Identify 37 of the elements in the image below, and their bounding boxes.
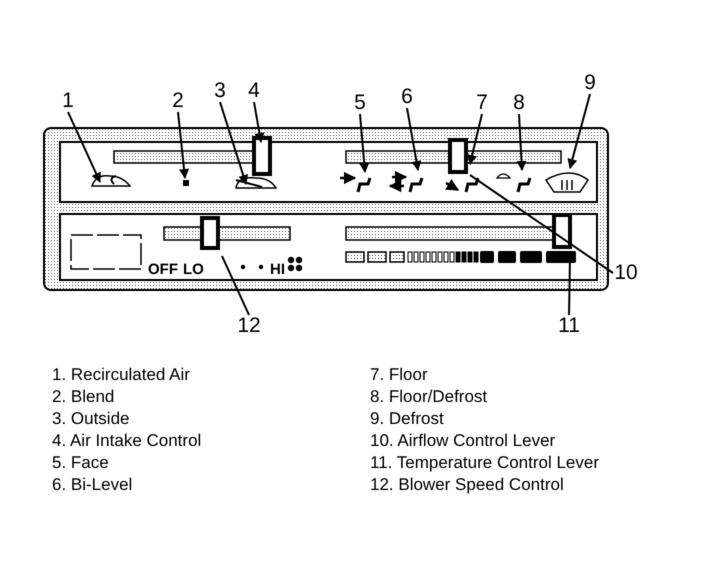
callout-number: 5 [354, 92, 366, 114]
off-label: OFF [148, 261, 178, 278]
leader-line [406, 108, 422, 171]
legend-entry: 9. Defrost [370, 409, 444, 428]
legend-entry: 12. Blower Speed Control [370, 475, 564, 494]
legend-entry: 8. Floor/Defrost [370, 387, 488, 406]
callout-number: 2 [172, 90, 184, 112]
leader-line [219, 102, 248, 185]
callout-number: 8 [513, 92, 525, 114]
callout-number: 12 [236, 315, 262, 337]
leader-line [516, 114, 526, 171]
callout-number: 11 [556, 315, 582, 337]
leader-line [359, 114, 370, 173]
callout-number: 4 [248, 80, 260, 102]
legend-entry: 7. Floor [370, 365, 428, 384]
callout-number: 6 [401, 86, 413, 108]
leader-line [469, 174, 614, 274]
leader-line [253, 102, 264, 143]
legend-entry: 4. Air Intake Control [52, 431, 202, 450]
legend-entry: 10. Airflow Control Lever [370, 431, 556, 450]
legend-entry: 1. Recirculated Air [52, 365, 190, 384]
callout-number: 9 [584, 72, 596, 94]
legend-entry: 5. Face [52, 453, 109, 472]
legend-entry: 2. Blend [52, 387, 114, 406]
legend-entry: 3. Outside [52, 409, 130, 428]
speed-label: HI [270, 261, 285, 278]
callout-number: 10 [613, 262, 639, 284]
legend-entry: 11. Temperature Control Lever [370, 453, 599, 472]
leader-line [177, 112, 190, 179]
leader-line [67, 112, 101, 183]
leader-line [221, 256, 250, 316]
speed-label: LO [183, 261, 204, 278]
legend-entry: 6. Bi-Level [52, 475, 132, 494]
leader-line [568, 94, 591, 169]
callout-number: 3 [214, 80, 226, 102]
callout-number: 7 [476, 92, 488, 114]
callout-number: 1 [62, 90, 74, 112]
